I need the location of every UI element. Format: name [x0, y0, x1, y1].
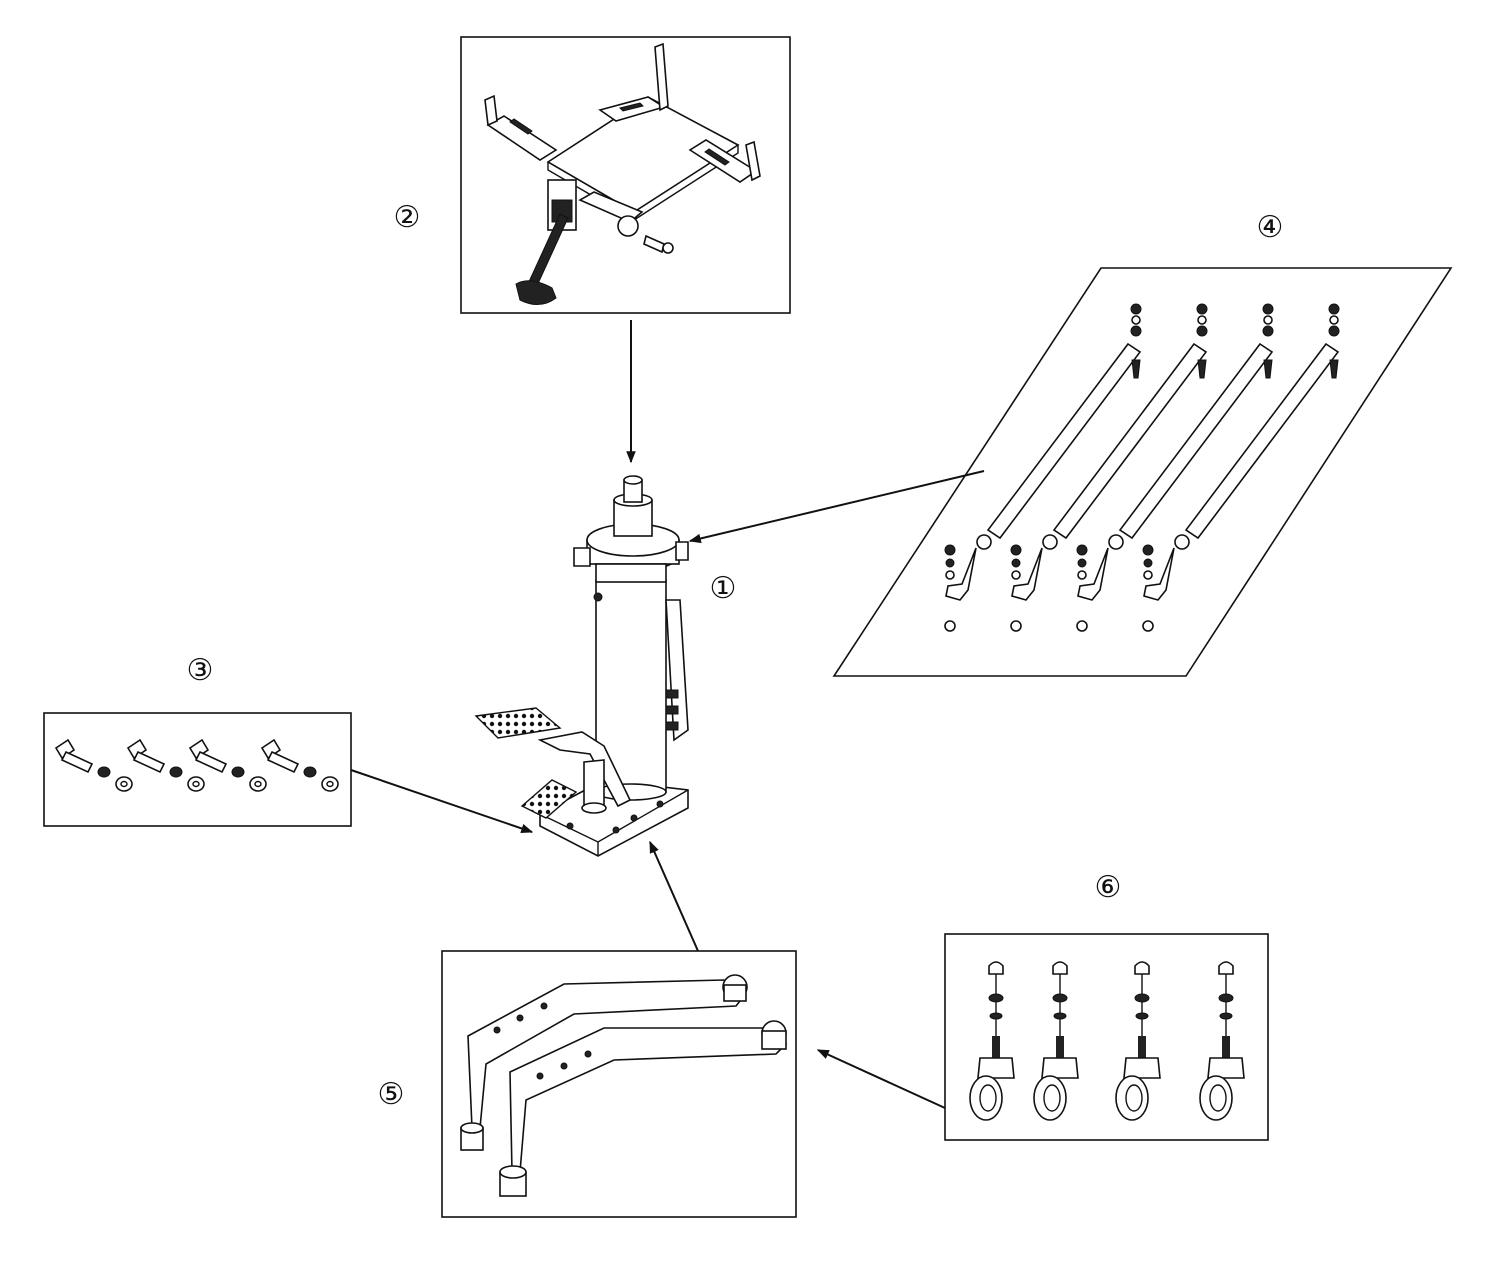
part-1-main-cylinder — [474, 475, 689, 857]
arrow-part-6-to-5 — [816, 1049, 946, 1109]
part-2-panel — [460, 36, 791, 314]
callout-4: ④ — [1257, 210, 1284, 245]
caster-set-drawing — [969, 961, 1245, 1121]
part-4-panel — [832, 267, 1453, 677]
callout-1: ① — [710, 571, 737, 606]
callout-3: ③ — [187, 653, 214, 688]
bolt-set-drawing — [54, 738, 339, 792]
leg-set-drawing — [460, 974, 788, 1197]
callout-6: ⑥ — [1095, 870, 1122, 905]
arrow-part-5-to-1 — [649, 840, 699, 952]
part-3-frame — [43, 712, 352, 827]
rod-set-drawing — [944, 303, 1340, 632]
part-5-panel — [441, 950, 797, 1218]
arrow-part-3-to-1 — [350, 769, 534, 834]
part-4-frame — [832, 267, 1453, 677]
arrow-part-4-to-1 — [688, 470, 985, 544]
part-6-panel — [944, 933, 1269, 1141]
callout-5: ⑤ — [378, 1077, 405, 1112]
part-3-panel — [43, 712, 352, 827]
saddle-tray-drawing — [484, 42, 761, 305]
callout-2: ② — [394, 200, 421, 235]
